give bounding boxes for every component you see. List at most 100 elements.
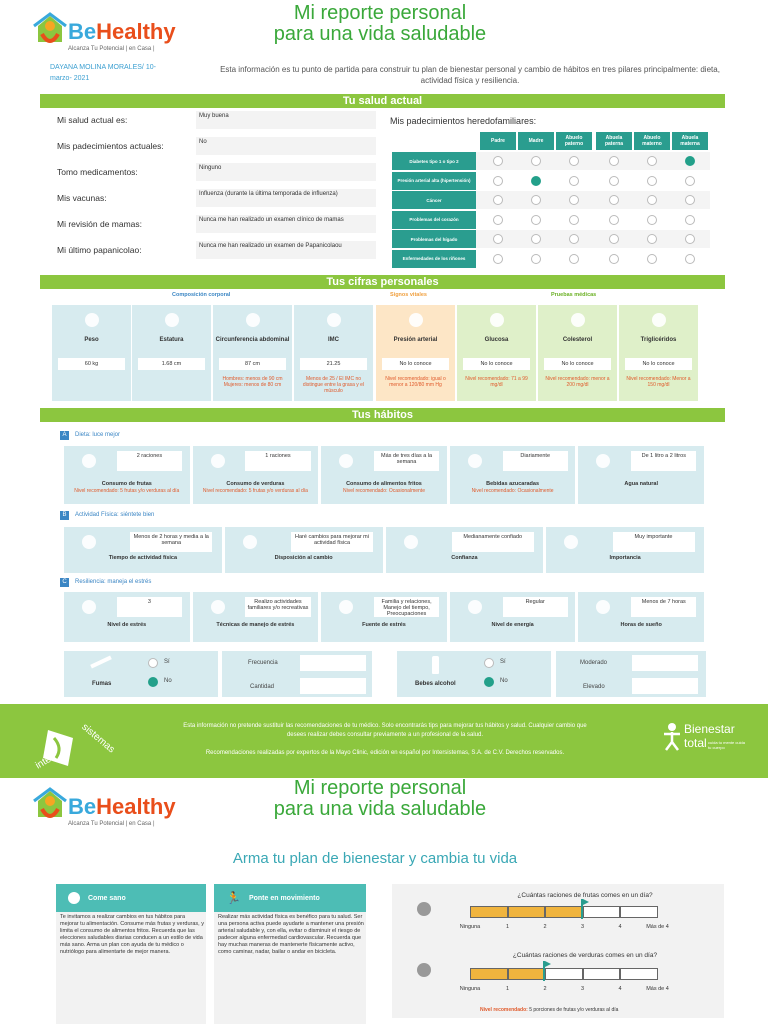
- hered-radio[interactable]: [609, 214, 619, 225]
- frecuencia-field[interactable]: [300, 655, 366, 671]
- habit-title: Nivel de estrés: [107, 622, 147, 628]
- cifra-note: Nivel recomendado: 71 a 99 mg/dl: [465, 376, 528, 388]
- elevado-field[interactable]: [632, 678, 698, 694]
- rec-text: 5 porciones de frutas y/o verduras al dí…: [529, 1007, 619, 1013]
- hered-radio[interactable]: [609, 156, 619, 166]
- hered-radio[interactable]: [609, 234, 619, 244]
- person-date: marzo- 2021: [50, 75, 90, 82]
- fumas-no-label: No: [164, 678, 172, 684]
- cifra-value: 21.25: [300, 358, 367, 370]
- habit-title: Importancia: [609, 554, 641, 561]
- habit-icon: [564, 535, 579, 549]
- hered-radio[interactable]: [493, 175, 503, 186]
- hered-radio[interactable]: [647, 253, 657, 264]
- habit-note: Nivel recomendado: 5 frutas y/o verduras…: [74, 487, 180, 494]
- alcohol-no-radio[interactable]: [484, 677, 494, 687]
- scale-segment: [507, 968, 545, 980]
- hered-radio[interactable]: [685, 214, 695, 225]
- hered-radio[interactable]: [685, 195, 695, 205]
- fumas-no-radio[interactable]: [148, 677, 158, 687]
- hered-radio[interactable]: [493, 214, 503, 225]
- hered-radio[interactable]: [609, 195, 619, 205]
- elevado-label: Elevado: [583, 684, 605, 690]
- hered-col-header: Abuelo paterno: [556, 132, 592, 150]
- page2-title-line1: Mi reporte personal: [293, 777, 467, 799]
- habit-value: Realizo actividades familiares y/o recre…: [245, 597, 311, 617]
- hered-radio[interactable]: [609, 253, 619, 264]
- hered-radio[interactable]: [493, 234, 503, 244]
- habit-title: Nivel de energía: [491, 622, 534, 628]
- bienestar-tagline: cuida tu mente cuida tu cuerpo: [708, 740, 745, 750]
- movimiento-title: Ponte en movimiento: [248, 894, 320, 902]
- hered-radio[interactable]: [647, 214, 657, 225]
- cifra-icon: [84, 313, 99, 327]
- alcohol-label: Bebes alcohol: [415, 681, 456, 687]
- hered-radio[interactable]: [493, 195, 503, 205]
- cifra-title: Glucosa: [484, 337, 509, 343]
- moderado-field[interactable]: [632, 655, 698, 671]
- alcohol-si-radio[interactable]: [484, 658, 494, 668]
- hered-radio[interactable]: [493, 156, 503, 166]
- hered-radio[interactable]: [569, 156, 579, 166]
- rec-label: Nivel recomendado:: [480, 1007, 528, 1013]
- section-b-badge: B: [60, 511, 69, 520]
- habit-icon: [467, 600, 482, 614]
- cantidad-field[interactable]: [300, 678, 366, 694]
- hered-radio[interactable]: [647, 234, 657, 244]
- hered-radio[interactable]: [569, 214, 579, 225]
- hered-radio[interactable]: [569, 175, 579, 186]
- hered-radio[interactable]: [531, 253, 541, 264]
- habit-title: Disposición al cambio: [274, 554, 333, 561]
- cifra-title: Triglicéridos: [640, 337, 677, 343]
- habit-value: Medianamente confiado: [451, 532, 534, 552]
- salud-value: No: [196, 137, 376, 155]
- salud-value: Muy buena: [196, 111, 376, 129]
- hered-row-label: Problemas del corazón: [392, 210, 476, 229]
- hered-row-label: Problemas del hígado: [392, 230, 476, 248]
- behealthy-logo-icon: [33, 12, 67, 43]
- salud-bar: Tu salud actual: [40, 94, 725, 108]
- hered-title: Mis padecimientos heredofamiliares:: [390, 116, 537, 126]
- hered-radio[interactable]: [531, 214, 541, 225]
- hered-radio[interactable]: [647, 156, 657, 166]
- habit-icon: [596, 600, 611, 614]
- hered-radio[interactable]: [569, 234, 579, 244]
- hered-radio[interactable]: [531, 156, 541, 166]
- scale-segment: [507, 906, 545, 918]
- hered-radio[interactable]: [685, 156, 695, 166]
- frecuencia-label: Frecuencia: [248, 660, 278, 666]
- hered-radio[interactable]: [647, 175, 657, 186]
- hered-radio[interactable]: [531, 175, 541, 186]
- hered-radio[interactable]: [531, 234, 541, 244]
- brand-tagline: Alcanza Tu Potencial | en Casa |: [68, 46, 155, 52]
- salud-value: Influenza (durante la última temporada d…: [196, 189, 376, 207]
- habit-value: Menos de 2 horas y media a la semana: [130, 532, 213, 552]
- brand-tagline: Alcanza Tu Potencial | en Casa |: [68, 821, 155, 827]
- habit-value: Diariamente: [502, 451, 568, 471]
- cifra-value: 87 cm: [219, 358, 286, 370]
- page2-title: Mi reporte personal para una vida saluda…: [230, 778, 530, 820]
- hered-radio[interactable]: [685, 234, 695, 244]
- hered-radio[interactable]: [685, 253, 695, 264]
- hered-radio[interactable]: [493, 253, 503, 264]
- habit-title: Tiempo de actividad física: [108, 554, 178, 561]
- svg-text:sistemas: sistemas: [79, 722, 116, 756]
- bottle-icon: [432, 656, 439, 674]
- hered-radio[interactable]: [609, 175, 619, 186]
- hered-radio[interactable]: [685, 175, 695, 186]
- fumas-si-radio[interactable]: [148, 658, 158, 668]
- cantidad-label: Cantidad: [250, 684, 275, 690]
- intersistemas-logo: inter sistemas: [18, 708, 118, 774]
- hered-radio[interactable]: [647, 195, 657, 205]
- hered-radio[interactable]: [569, 195, 579, 205]
- section-c-badge: C: [60, 578, 69, 587]
- brand-be: Be: [68, 794, 97, 819]
- hered-radio[interactable]: [531, 195, 541, 205]
- brand-healthy: Healthy: [96, 794, 176, 819]
- flag-pole-icon: [543, 961, 545, 981]
- hered-radio[interactable]: [569, 253, 579, 264]
- scale-label: Ninguna: [459, 986, 481, 992]
- bienestar-person-icon: [664, 723, 680, 751]
- habit-value: De 1 litro a 2 litros: [631, 451, 697, 471]
